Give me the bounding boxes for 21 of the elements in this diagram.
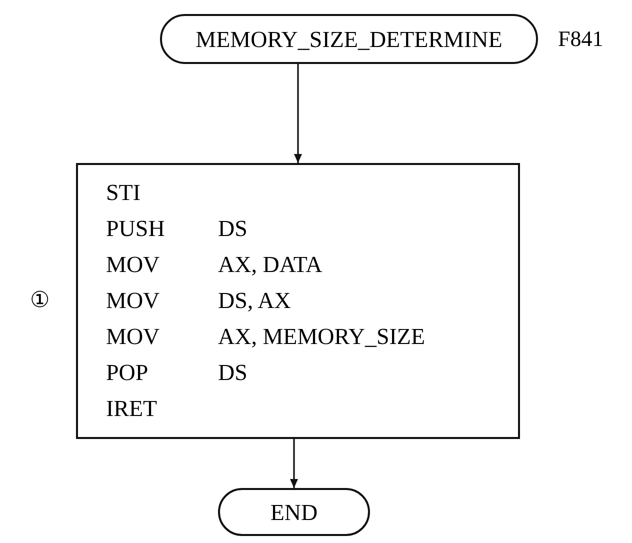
instruction-mnemonic: MOV xyxy=(106,323,161,351)
callout-number: ① xyxy=(30,289,50,311)
instruction-mnemonic: IRET xyxy=(106,395,158,423)
instruction-operand: DS xyxy=(218,359,248,387)
instruction-mnemonic: MOV xyxy=(106,287,161,315)
terminal-label: MEMORY_SIZE_DETERMINE xyxy=(196,28,502,50)
terminal-box xyxy=(160,14,538,64)
terminal-box xyxy=(218,488,370,536)
instruction-mnemonic: STI xyxy=(106,179,142,207)
instruction-mnemonic: PUSH xyxy=(106,215,166,243)
instruction-operand: DS xyxy=(218,215,248,243)
terminal-label: END xyxy=(270,500,318,524)
instruction-mnemonic: MOV xyxy=(106,251,161,279)
instruction-mnemonic: POP xyxy=(106,359,150,387)
instruction-operand: DS, AX xyxy=(218,287,291,315)
instruction-operand: AX, MEMORY_SIZE xyxy=(218,323,426,351)
process-box xyxy=(76,163,520,439)
instruction-operand: AX, DATA xyxy=(218,251,322,279)
arrow xyxy=(294,64,302,163)
arrow xyxy=(290,439,298,488)
routine-address: F841 xyxy=(558,28,604,50)
